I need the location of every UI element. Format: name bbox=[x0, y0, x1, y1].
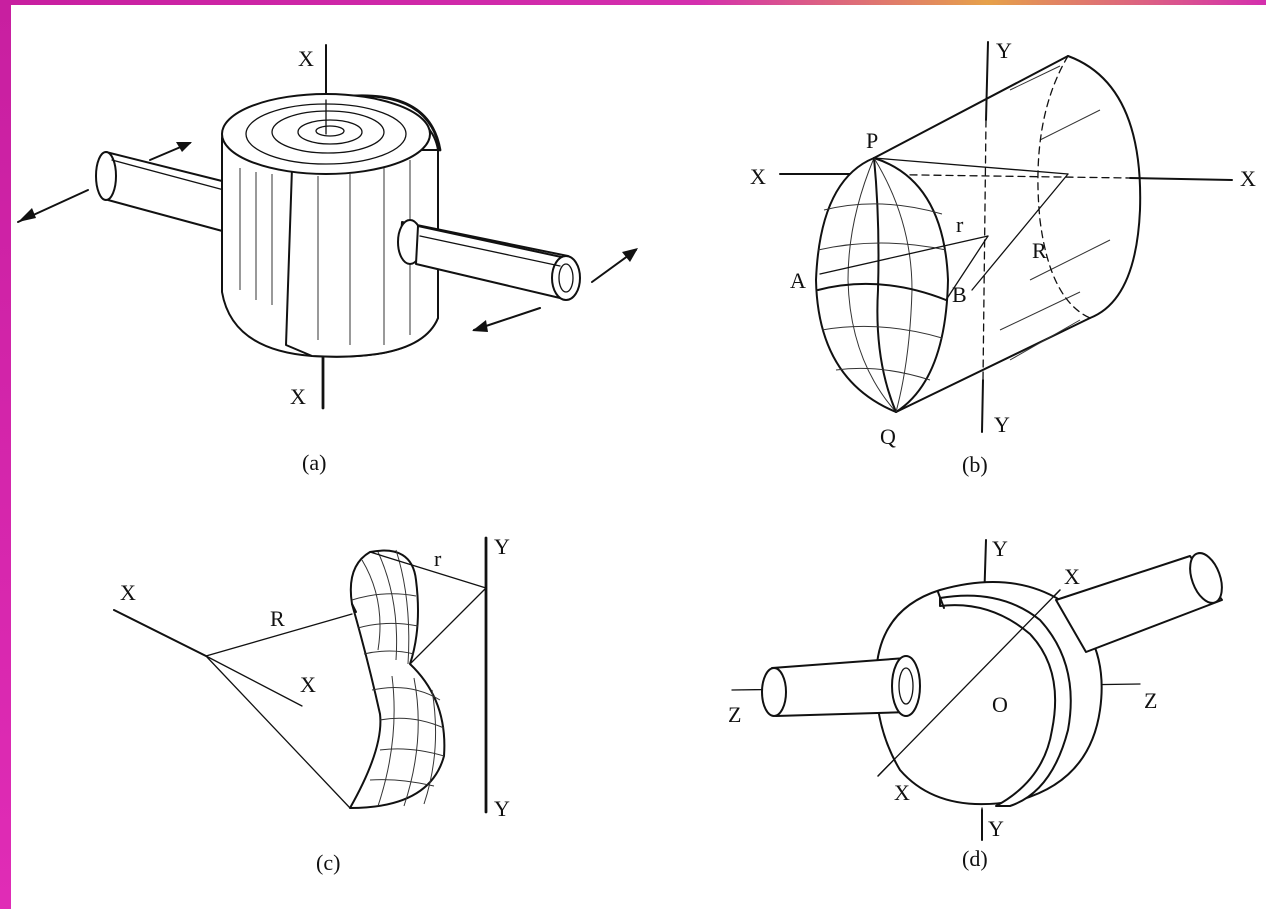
caption-a: (a) bbox=[302, 450, 326, 475]
cylinder-body-b bbox=[873, 55, 1142, 413]
radius-label-b-r: r bbox=[956, 212, 964, 237]
saddle-surface-c bbox=[349, 549, 446, 809]
origin-label-d: O bbox=[992, 692, 1008, 717]
radius-label-c-r: r bbox=[434, 546, 442, 571]
axis-label-a-bottom: X bbox=[290, 384, 306, 409]
construction-lines-b bbox=[819, 157, 1069, 301]
right-shaft bbox=[397, 219, 581, 301]
axis-label-d-z-left: Z bbox=[728, 702, 741, 727]
caption-d: (d) bbox=[962, 846, 988, 871]
panel-c: X X Y Y R r (c) bbox=[113, 534, 510, 875]
left-shaft-d bbox=[761, 655, 921, 717]
axis-label-d-y-bottom: Y bbox=[988, 816, 1004, 841]
caption-c: (c) bbox=[316, 850, 340, 875]
axis-line-b-y-bottom bbox=[981, 379, 984, 433]
axis-line-b-x-right bbox=[1129, 177, 1233, 181]
axis-label-d-x-bottom: X bbox=[894, 780, 910, 805]
panel-b: Y Y X X P Q A B r R (b) bbox=[750, 38, 1256, 477]
radius-label-c-R: R bbox=[270, 606, 285, 631]
motion-arrows-a bbox=[17, 142, 638, 332]
point-label-q: Q bbox=[880, 424, 896, 449]
axis-label-b-x-right: X bbox=[1240, 166, 1256, 191]
panel-a: X X (a) bbox=[17, 44, 638, 475]
axis-label-c-y-top: Y bbox=[494, 534, 510, 559]
construction-lines-c bbox=[205, 551, 487, 809]
bearing-cylinder bbox=[221, 93, 442, 358]
axis-label-b-y-top: Y bbox=[996, 38, 1012, 63]
axis-label-d-y-top: Y bbox=[992, 536, 1008, 561]
axis-line-b-y-top bbox=[985, 41, 989, 121]
axis-label-d-z-right: Z bbox=[1144, 688, 1157, 713]
spherical-bearing-d bbox=[875, 581, 1103, 807]
spherical-surface-b bbox=[815, 157, 949, 413]
left-shaft bbox=[95, 151, 227, 233]
panel-d: Y Y Z Z X X O (d) bbox=[728, 536, 1223, 871]
axis-label-b-y-bottom: Y bbox=[994, 412, 1010, 437]
caption-b: (b) bbox=[962, 452, 988, 477]
axis-line-c-x bbox=[113, 609, 207, 657]
axis-label-d-x-top: X bbox=[1064, 564, 1080, 589]
left-border-band bbox=[0, 0, 11, 909]
point-label-b: B bbox=[952, 282, 967, 307]
axis-label-c-x-inner: X bbox=[300, 672, 316, 697]
right-shaft-d bbox=[1055, 552, 1223, 653]
axis-label-c-x-outer: X bbox=[120, 580, 136, 605]
radius-label-b-R: R bbox=[1032, 238, 1047, 263]
point-label-a: A bbox=[790, 268, 806, 293]
axis-label-b-x-left: X bbox=[750, 164, 766, 189]
axis-label-c-y-bottom: Y bbox=[494, 796, 510, 821]
top-border-band bbox=[0, 0, 1266, 5]
axis-label-a-top: X bbox=[298, 46, 314, 71]
point-label-p: P bbox=[866, 128, 878, 153]
